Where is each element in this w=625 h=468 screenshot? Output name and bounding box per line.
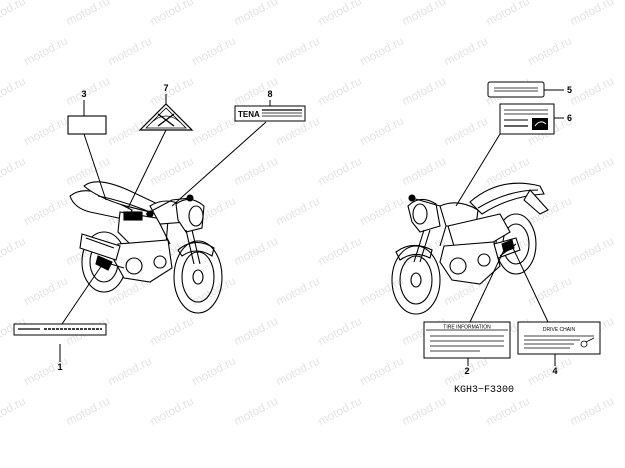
label-part-5 — [487, 81, 545, 98]
label-part-3 — [67, 115, 107, 135]
tena-text: TENA — [238, 110, 260, 119]
callout-4: 4 — [552, 366, 557, 376]
label-part-2: TIRE INFORMATION — [423, 321, 511, 359]
label-part-7 — [138, 103, 194, 131]
callout-3: 3 — [81, 89, 86, 99]
label-part-4: DRIVE CHAIN — [517, 321, 601, 355]
label-part-1 — [13, 323, 107, 336]
right-motorcycle — [391, 182, 549, 315]
callout-1: 1 — [57, 362, 62, 372]
drive-chain-text: DRIVE CHAIN — [543, 327, 576, 333]
tire-information-text: TIRE INFORMATION — [443, 325, 491, 331]
callout-2: 2 — [464, 366, 469, 376]
callout-8: 8 — [267, 89, 272, 99]
callout-7: 7 — [163, 83, 168, 93]
callout-5: 5 — [567, 85, 572, 95]
left-motorcycle — [69, 181, 223, 314]
callout-6: 6 — [567, 113, 572, 123]
label-part-6 — [499, 103, 555, 135]
leader-lines — [59, 89, 564, 366]
label-part-8: TENA — [234, 105, 306, 122]
left-front-wheel — [173, 240, 223, 314]
diagram-code: KGH3−F3300 — [454, 385, 514, 396]
